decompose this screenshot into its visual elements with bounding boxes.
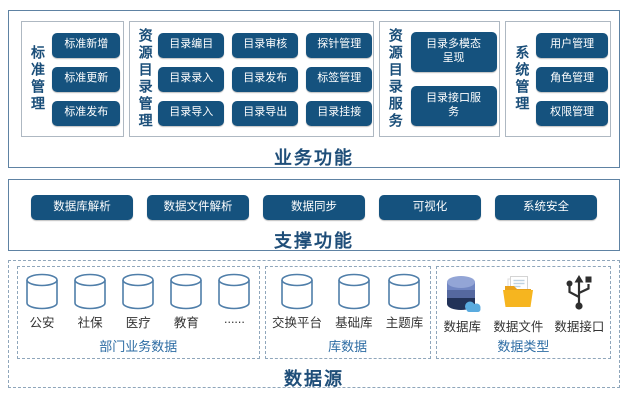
group-data-types: 数据库 数据文件 (435, 266, 611, 359)
database-cylinder-icon (74, 273, 106, 310)
database-cylinder-icon (218, 273, 251, 310)
data-source-layer: 公安 社保 医疗 教育 (8, 260, 620, 389)
button-visualization: 可视化 (379, 195, 481, 220)
item-label: 社保 (77, 316, 103, 330)
button-standard-update: 标准更新 (52, 66, 121, 92)
business-layer-label: 业务功能 (274, 148, 354, 168)
group-library-data: 交换平台 基础库 主题库 库数据 (264, 266, 431, 359)
button-catalog-multimodal: 目录多模态 呈现 (410, 32, 497, 72)
catalog-service-buttons: 目录多模态 呈现 目录接口服 务 (408, 32, 500, 126)
button-permission-management: 权限管理 (536, 100, 609, 126)
group-title-data-types: 数据类型 (497, 339, 550, 354)
item-label: 数据库 (443, 320, 482, 334)
button-catalog-import: 目录导入 (158, 100, 225, 126)
data-source-layer-label: 数据源 (284, 369, 344, 389)
business-functions-layer: 标准管理 标准新增 标准更新 标准发布 资源目录管理 目录编目 目录审核 探针管… (8, 10, 620, 168)
database-icon (447, 276, 481, 312)
button-catalog-publish: 目录发布 (232, 66, 299, 92)
item-label: 教育 (173, 316, 199, 330)
item-label: 基础库 (335, 316, 373, 330)
item-data-file-type: 数据文件 (493, 273, 543, 335)
module-catalog-management: 资源目录管理 目录编目 目录审核 探针管理 目录录入 目录发布 标签管理 目录导… (128, 21, 374, 137)
item-label: 公安 (29, 316, 55, 330)
button-catalog-review: 目录审核 (232, 32, 299, 58)
button-system-security: 系统安全 (495, 195, 597, 220)
standard-buttons: 标准新增 标准更新 标准发布 (50, 32, 123, 126)
module-title-catalog-service: 资源目录服务 (387, 28, 404, 130)
button-standard-add: 标准新增 (52, 32, 121, 58)
group-title-library-data: 库数据 (328, 339, 368, 354)
item-label: 交换平台 (272, 316, 323, 330)
business-modules-row: 标准管理 标准新增 标准更新 标准发布 资源目录管理 目录编目 目录审核 探针管… (9, 11, 619, 137)
button-catalog-api-service: 目录接口服 务 (410, 86, 497, 126)
item-label: 数据文件 (493, 320, 544, 334)
system-buttons: 用户管理 角色管理 权限管理 (534, 32, 610, 126)
item-theme-library: 主题库 (385, 273, 424, 331)
support-functions-layer: 数据库解析 数据文件解析 数据同步 可视化 系统安全 支撑功能 (8, 179, 620, 251)
module-title-standard-management: 标准管理 (30, 45, 46, 113)
button-file-parsing: 数据文件解析 (147, 195, 249, 220)
item-exchange-platform: 交换平台 (272, 273, 322, 331)
department-items: 公安 社保 医疗 教育 (18, 267, 259, 335)
support-buttons-row: 数据库解析 数据文件解析 数据同步 可视化 系统安全 (9, 180, 619, 220)
button-role-management: 角色管理 (536, 66, 609, 92)
item-data-interface-type: 数据接口 (554, 273, 604, 335)
library-items: 交换平台 基础库 主题库 (266, 267, 430, 335)
database-cylinder-icon (26, 273, 58, 310)
button-data-sync: 数据同步 (263, 195, 365, 220)
item-medical: 医疗 (121, 273, 155, 331)
button-catalog-export: 目录导出 (232, 100, 299, 126)
button-standard-publish: 标准发布 (52, 100, 121, 126)
database-cylinder-icon (388, 273, 421, 310)
item-label: 医疗 (125, 316, 151, 330)
button-probe-management: 探针管理 (306, 32, 373, 58)
item-social-security: 社保 (73, 273, 107, 331)
database-cylinder-icon (122, 273, 155, 310)
data-source-groups: 公安 社保 医疗 教育 (9, 261, 619, 359)
item-label: 主题库 (385, 316, 424, 330)
module-catalog-service: 资源目录服务 目录多模态 呈现 目录接口服 务 (378, 21, 501, 137)
database-cylinder-icon (281, 273, 313, 310)
button-catalog-mount: 目录挂接 (306, 100, 373, 126)
button-db-parsing: 数据库解析 (31, 195, 133, 220)
item-label: ...... (224, 312, 245, 326)
module-title-system-management: 系统管理 (514, 45, 531, 113)
data-file-icon (503, 276, 534, 307)
item-education: 教育 (169, 273, 203, 331)
button-user-management: 用户管理 (536, 32, 609, 58)
database-cylinder-icon (338, 273, 370, 310)
group-title-department-data: 部门业务数据 (99, 339, 178, 354)
module-standard-management: 标准管理 标准新增 标准更新 标准发布 (21, 21, 124, 137)
support-layer-label: 支撑功能 (274, 231, 354, 251)
button-tag-management: 标签管理 (306, 66, 373, 92)
button-catalog-entry: 目录录入 (158, 66, 225, 92)
catalog-buttons-grid: 目录编目 目录审核 探针管理 目录录入 目录发布 标签管理 目录导入 目录导出 … (158, 32, 373, 126)
database-cylinder-icon (170, 273, 203, 310)
button-catalog-compile: 目录编目 (158, 32, 225, 58)
data-type-items: 数据库 数据文件 (437, 267, 610, 335)
item-database-type: 数据库 (442, 273, 482, 335)
module-system-management: 系统管理 用户管理 角色管理 权限管理 (505, 21, 611, 137)
item-label: 数据接口 (554, 320, 605, 334)
module-title-catalog-management: 资源目录管理 (137, 28, 154, 130)
item-more: ...... (217, 273, 251, 326)
group-department-data: 公安 社保 医疗 教育 (17, 266, 260, 359)
item-base-library: 基础库 (335, 273, 373, 331)
data-interface-icon (566, 275, 592, 310)
item-public-security: 公安 (25, 273, 59, 331)
